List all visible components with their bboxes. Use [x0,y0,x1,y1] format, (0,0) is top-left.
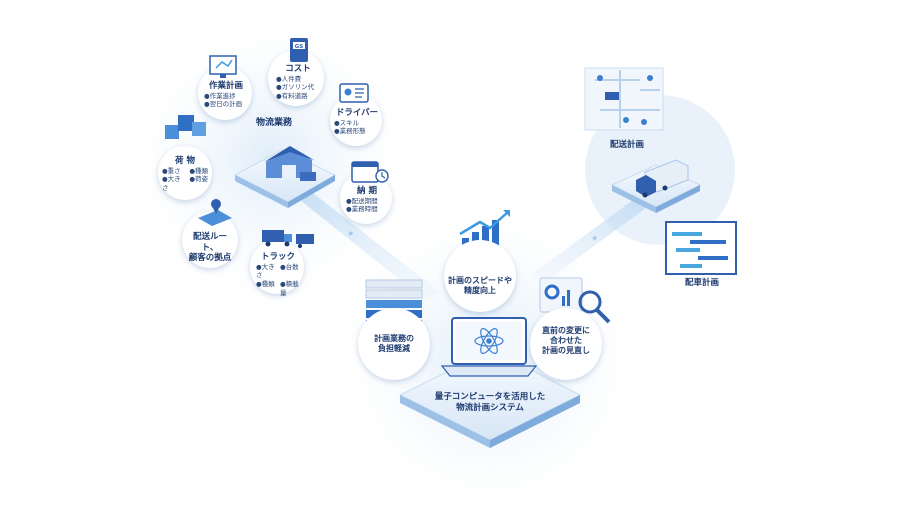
atom-icon [474,328,504,354]
analysis-icon [539,277,611,324]
monitor-icon [209,55,237,78]
work-plan-item: ●翌日の計画 [204,100,243,109]
gas-sign-text: GS [295,44,304,50]
system-line: 量子コンピュータを活用した [434,392,546,402]
review-line: 直前の変更に [542,326,590,335]
burden-label: 計画業務の 負担軽減 [362,334,426,354]
cargo-items: ●重さ ●種類 ●大きさ ●荷姿 [162,167,208,193]
cost-title: コスト [285,64,311,74]
vehicle-plan-label: 配車計画 [684,278,719,288]
burden-node [358,308,430,380]
gas-pump-icon [290,38,308,62]
burden-line: 負担軽減 [378,344,410,353]
deadline-label: 納 期 ●配送期間 ●業務時間 [346,186,388,214]
deadline-title: 納 期 [357,186,377,196]
work-plan-title: 作業計画 [208,81,243,91]
right-chevron-icon: » [590,233,600,244]
warehouse-icon [264,146,316,181]
deadline-item: ●業務時間 [346,205,378,214]
truck-item: ●大きさ [256,262,275,280]
work-plan-item: ●作業進捗 [204,91,236,100]
truck-item: ●積載量 [280,280,299,297]
cargo-item: ●重さ [162,166,181,175]
driver-title: ドライバー [335,108,379,118]
delivery-truck-icon [636,159,689,198]
delivery-plan-label: 配送計画 [609,140,644,150]
driver-label: ドライバー ●スキル ●業務形態 [334,108,380,136]
cargo-node [158,146,212,200]
route-label: 配送ルート、 顧客の拠点 [186,232,234,264]
laptop-icon [440,317,538,377]
truck-item: ●種類 [256,280,275,289]
review-line: 計画の見直し [542,346,590,355]
truck-title: トラック [260,252,295,262]
driver-item: ●業務形態 [334,127,366,136]
left-connector [285,183,440,300]
cluster-title: 物流業務 [256,118,293,128]
deadline-item: ●配送期間 [346,196,378,205]
review-node [530,308,602,380]
cost-label: コスト ●人件費 ●ガソリン代 ●有料道路 [276,64,320,101]
cargo-item: ●種類 [189,166,208,175]
truck-label: トラック ●大きさ ●台数 ●種類 ●積載量 [256,252,300,298]
system-label: 量子コンピュータを活用した 物流計画システム [420,392,560,413]
truck-icon [262,230,314,248]
speed-node [444,240,516,312]
boxes-icon [165,115,206,139]
cost-items: ●人件費 ●ガソリン代 ●有料道路 [276,75,320,101]
cost-item: ●ガソリン代 [276,83,315,92]
cargo-label: 荷 物 ●重さ ●種類 ●大きさ ●荷姿 [162,156,208,193]
burden-line: 計画業務の [374,334,414,343]
schedule-screen-icon [665,221,737,275]
review-line: 合わせた [550,336,582,345]
speed-label: 計画のスピードや 精度向上 [446,276,514,296]
right-connector [532,195,654,282]
route-title-line: 配送ルート、 [192,232,227,253]
cost-item: ●人件費 [276,74,302,83]
cost-item: ●有料道路 [276,92,308,101]
speed-line: 精度向上 [464,286,496,295]
id-card-icon [339,83,369,103]
left-chevron-icon: » [348,229,354,239]
system-line: 物流計画システム [456,402,524,413]
review-label: 直前の変更に 合わせた 計画の見直し [532,326,600,356]
truck-items: ●大きさ ●台数 ●種類 ●積載量 [256,263,300,298]
route-title-line: 顧客の拠点 [188,253,232,264]
truck-node [250,240,304,294]
cargo-item: ●大きさ [162,175,181,193]
map-pin-icon [198,199,232,226]
driver-item: ●スキル [334,118,360,127]
driver-items: ●スキル ●業務形態 [334,119,380,137]
map-screen-icon [584,67,664,131]
work-plan-items: ●作業進捗 ●翌日の計画 [204,92,248,110]
cargo-item: ●荷姿 [189,175,208,184]
truck-item: ●台数 [280,262,299,271]
speed-line: 計画のスピードや [448,276,512,285]
work-plan-label: 作業計画 ●作業進捗 ●翌日の計画 [204,81,248,109]
calendar-icon [351,161,389,183]
deadline-items: ●配送期間 ●業務時間 [346,197,388,215]
cargo-title: 荷 物 [175,156,195,166]
